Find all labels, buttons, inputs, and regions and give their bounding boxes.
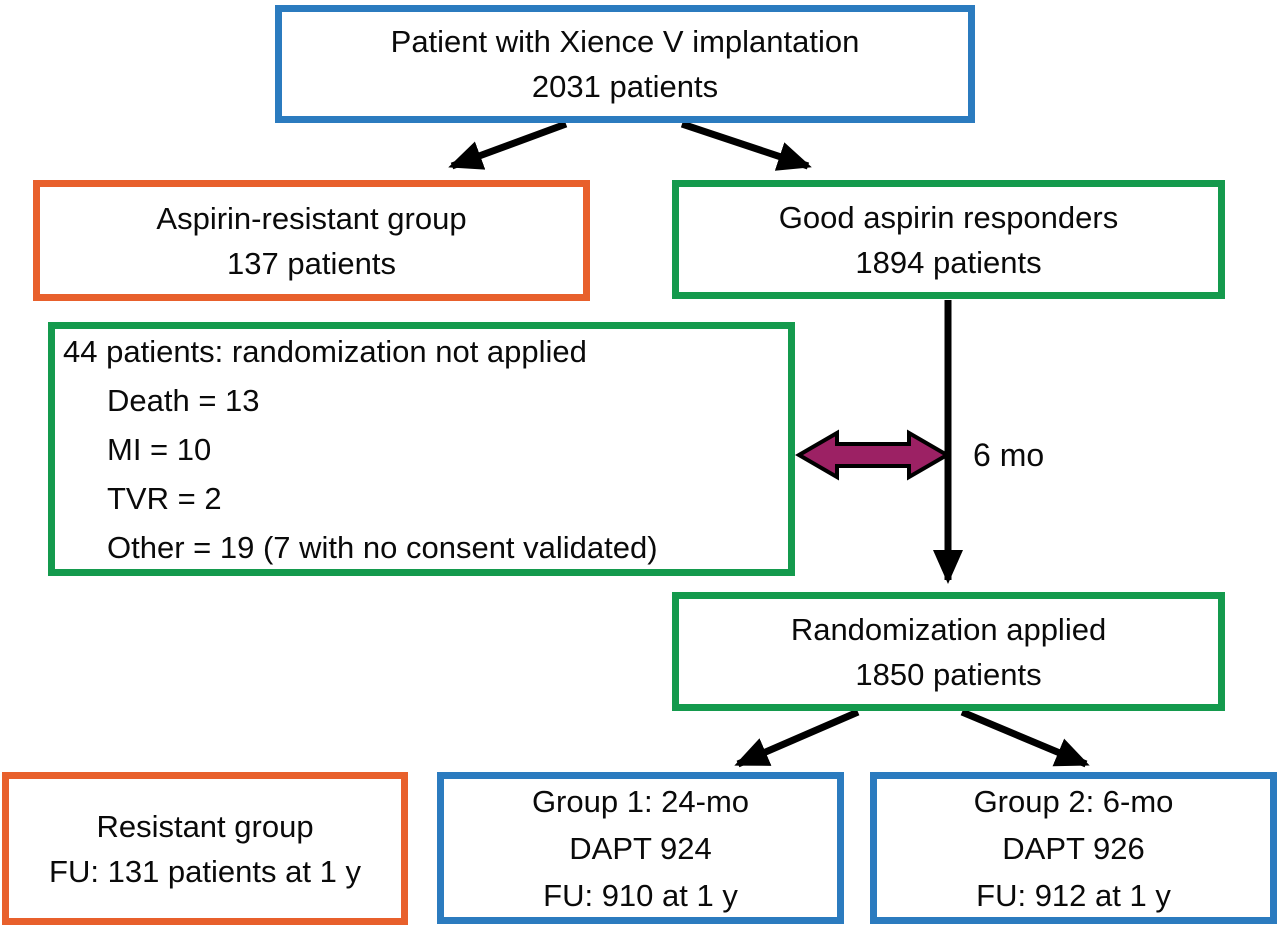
box-group2-line2: DAPT 926 [1002,830,1145,866]
not-randomized-item-tvr: TVR = 2 [107,480,222,516]
not-randomized-item-other: Other = 19 (7 with no consent validated) [107,529,658,565]
box-randomization-line1: Randomization applied [790,611,1107,647]
box-good-aspirin-responders: Good aspirin responders 1894 patients [672,180,1225,299]
box-aspirin-resistant-line2: 137 patients [227,245,396,281]
box-randomization-applied: Randomization applied 1850 patients [672,592,1225,711]
box-resistant-fu-line1: Resistant group [96,808,314,844]
arrow-randomization-to-group2 [960,708,1090,768]
box-aspirin-resistant-group: Aspirin-resistant group 137 patients [33,180,590,301]
box-group1-line1: Group 1: 24-mo [531,783,750,819]
not-randomized-item-mi: MI = 10 [107,431,212,467]
box-resistant-fu-line2: FU: 131 patients at 1 y [49,853,361,889]
box-randomization-not-applied: 44 patients: randomization not applied D… [48,322,795,576]
box-aspirin-resistant-line1: Aspirin-resistant group [156,200,467,236]
not-randomized-item-death: Death = 13 [107,382,260,418]
box-randomization-line2: 1850 patients [855,656,1042,692]
arrow-top-to-aspirin-resistant [448,120,568,170]
double-arrow-exclusions [795,429,951,481]
not-randomized-title: 44 patients: randomization not applied [63,333,587,369]
box-patients-total-line2: 2031 patients [531,69,719,104]
box-group2-line3: FU: 912 at 1 y [976,877,1171,913]
box-resistant-group-followup: Resistant group FU: 131 patients at 1 y [2,772,408,925]
box-group2-6mo-dapt: Group 2: 6-mo DAPT 926 FU: 912 at 1 y [870,772,1277,924]
box-group2-line1: Group 2: 6-mo [973,783,1174,819]
box-good-responders-line1: Good aspirin responders [778,199,1119,235]
box-group1-24mo-dapt: Group 1: 24-mo DAPT 924 FU: 910 at 1 y [437,772,844,924]
box-group1-line3: FU: 910 at 1 y [543,877,738,913]
box-group1-line2: DAPT 924 [569,830,712,866]
box-patients-total-line1: Patient with Xience V implantation [390,24,860,59]
box-good-responders-line2: 1894 patients [855,244,1042,280]
arrow-top-to-good-responders [680,120,812,171]
box-patients-total: Patient with Xience V implantation 2031 … [275,5,975,123]
follow-up-interval-label: 6 mo [973,437,1045,473]
arrow-randomization-to-group1 [734,708,860,768]
